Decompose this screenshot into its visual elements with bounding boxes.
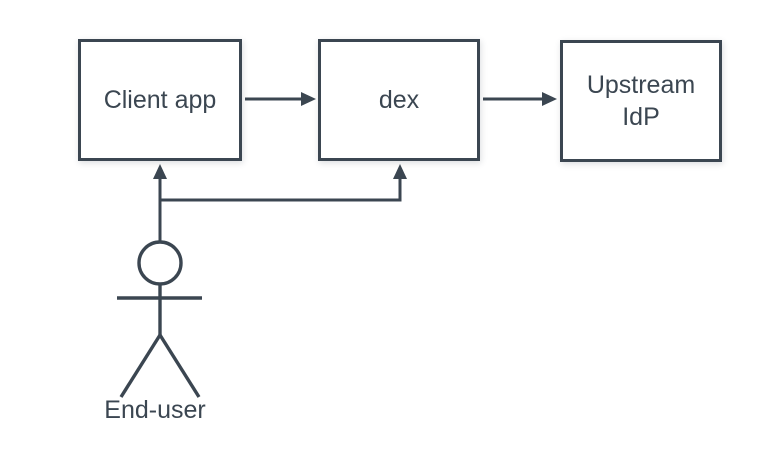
stick-figure-actor-icon (117, 240, 202, 398)
arrowhead-icon (393, 164, 407, 179)
node-upstream-idp: Upstream IdP (560, 40, 722, 162)
node-client-app: Client app (78, 39, 242, 161)
arrowhead-icon (153, 164, 167, 179)
actor-left-leg (119, 334, 162, 398)
actor-head (137, 240, 183, 286)
node-upstream-idp-label: Upstream IdP (586, 70, 696, 132)
end-user-label: End-user (104, 396, 206, 424)
edge-end-user-to-dex (160, 164, 407, 202)
node-dex: dex (318, 39, 480, 161)
edge-client-app-to-dex (245, 92, 316, 106)
arrowhead-icon (301, 92, 316, 106)
node-client-app-label: Client app (103, 85, 217, 114)
edge-dex-to-upstream-idp (483, 92, 557, 106)
edge-end-user-to-client-app (153, 164, 167, 241)
node-dex-label: dex (378, 85, 420, 114)
actor-right-leg (158, 334, 201, 398)
arrowhead-icon (542, 92, 557, 106)
